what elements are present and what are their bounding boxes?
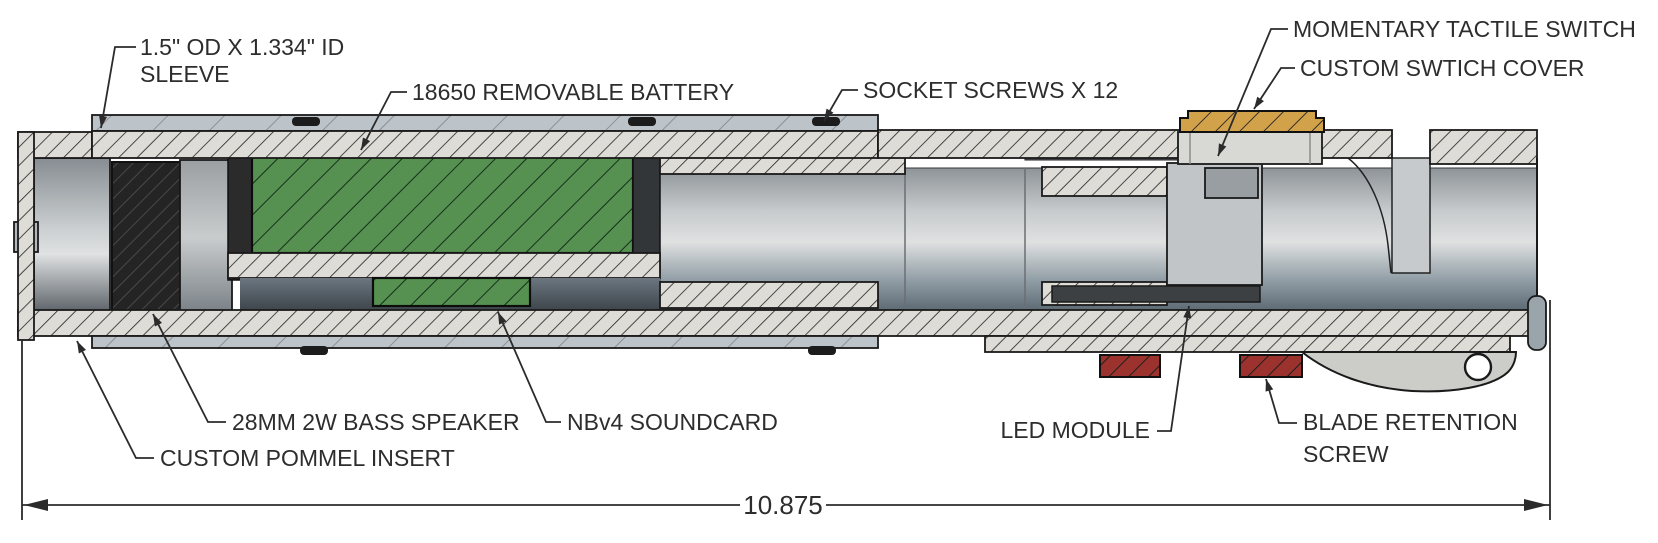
socket-screws-label: SOCKET SCREWS X 12 — [863, 77, 1118, 103]
speaker-leader — [152, 313, 226, 423]
switch-cover-leader — [1253, 67, 1295, 110]
soundcard-leader — [497, 311, 561, 423]
tactile-switch-body — [1204, 167, 1259, 199]
battery-holder-right — [632, 147, 661, 273]
socket-screws — [292, 117, 840, 355]
outer-shell — [17, 114, 1547, 393]
pommel-leader — [76, 340, 154, 459]
speaker-label: 28MM 2W BASS SPEAKER — [232, 409, 520, 435]
dim-arrow-left — [24, 499, 48, 511]
battery — [250, 148, 635, 255]
led-area-screw — [1099, 354, 1161, 378]
led-module-leader — [1157, 305, 1192, 432]
speaker-spacer — [179, 159, 233, 317]
sleeve-leader — [99, 46, 136, 129]
blade-retention-label-line2: SCREW — [1303, 441, 1389, 467]
blade-holder-band — [984, 335, 1511, 353]
sleeve-label-line2: SLEEVE — [140, 61, 230, 87]
blade-retention-label-line1: BLADE RETENTION — [1303, 409, 1518, 435]
switch-cover — [1179, 110, 1325, 133]
blade-holder-plate — [1299, 351, 1518, 393]
lanyard-hole — [1463, 352, 1493, 382]
callout-labels: 1.5" OD X 1.334" ID SLEEVE 18650 REMOVAB… — [140, 16, 1636, 471]
socket-screw-head — [292, 117, 320, 126]
battery-leader — [360, 91, 407, 151]
pommel-label: CUSTOM POMMEL INSERT — [160, 445, 455, 471]
chassis-top-band — [1041, 166, 1168, 197]
blade-slot — [1347, 157, 1431, 274]
battery-label: 18650 REMOVABLE BATTERY — [412, 79, 734, 105]
sleeve-top-hatch — [92, 115, 878, 131]
socket-screw-head — [300, 346, 328, 355]
blade-retention-screw — [1239, 354, 1303, 378]
switch-cover-base — [1177, 131, 1323, 165]
overall-dimension: 10.875 — [21, 300, 1551, 520]
inner-tube-bottom — [659, 281, 879, 309]
leader-lines — [76, 28, 1297, 459]
body-bottom-wall — [17, 309, 1538, 337]
bass-speaker — [111, 161, 181, 315]
soundcard-label: NBv4 SOUNDCARD — [567, 409, 778, 435]
body-top-wall — [91, 130, 879, 159]
pommel-insert — [33, 157, 111, 319]
emitter-lip — [1527, 295, 1547, 351]
sleeve-label-line1: 1.5" OD X 1.334" ID — [140, 34, 344, 60]
socket-screw-head — [808, 346, 836, 355]
switch-cover-label: CUSTOM SWTICH COVER — [1300, 55, 1585, 81]
tactile-switch-label: MOMENTARY TACTILE SWITCH — [1293, 16, 1636, 42]
sleeve-bottom-hatch — [92, 336, 878, 348]
socket-screws-leader — [823, 89, 858, 122]
emitter-top-wall — [1429, 129, 1538, 165]
overall-length-value: 10.875 — [743, 490, 823, 520]
pommel-end-cap — [17, 131, 35, 341]
battery-floor — [227, 252, 661, 279]
dim-arrow-right — [1524, 499, 1548, 511]
socket-screw-head — [628, 117, 656, 126]
led-module-label: LED MODULE — [1000, 417, 1150, 443]
soundcard — [371, 276, 532, 308]
tactile-switch-leader — [1217, 28, 1288, 157]
led-module — [1051, 285, 1261, 303]
blade-retention-leader — [1265, 378, 1297, 424]
